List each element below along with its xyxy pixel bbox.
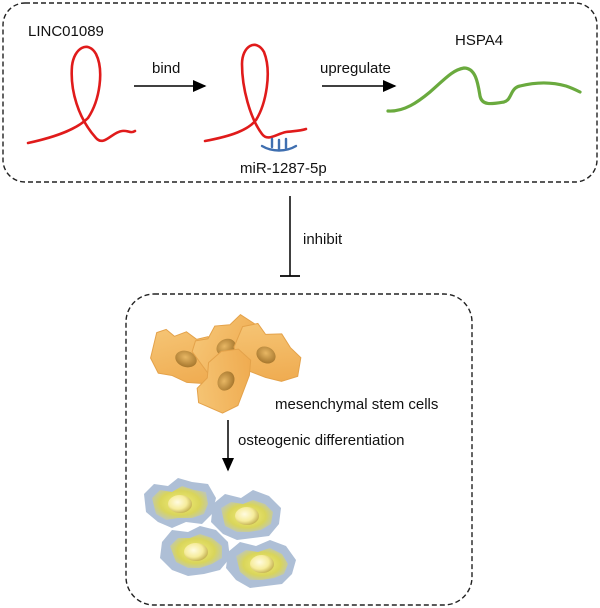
mirna-label: miR-1287-5p — [240, 160, 327, 177]
differentiation-label: osteogenic differentiation — [238, 432, 405, 449]
cell-box — [125, 293, 473, 606]
inhibit-label: inhibit — [303, 231, 343, 248]
msc-label: mesenchymal stem cells — [275, 396, 438, 413]
lncrna-strand-icon — [26, 45, 137, 145]
hspa4-mrna-icon — [386, 66, 582, 113]
lncrna-label: LINC01089 — [28, 23, 104, 40]
upregulate-label: upregulate — [320, 60, 391, 77]
pathway-box — [2, 2, 598, 183]
mirna-icon — [260, 137, 298, 152]
msc-cells-icon — [150, 314, 302, 414]
osteoblast-cells-icon — [144, 478, 296, 588]
bind-label: bind — [152, 60, 180, 77]
lncrna-bound-strand-icon — [203, 43, 308, 143]
hspa4-label: HSPA4 — [455, 32, 503, 49]
